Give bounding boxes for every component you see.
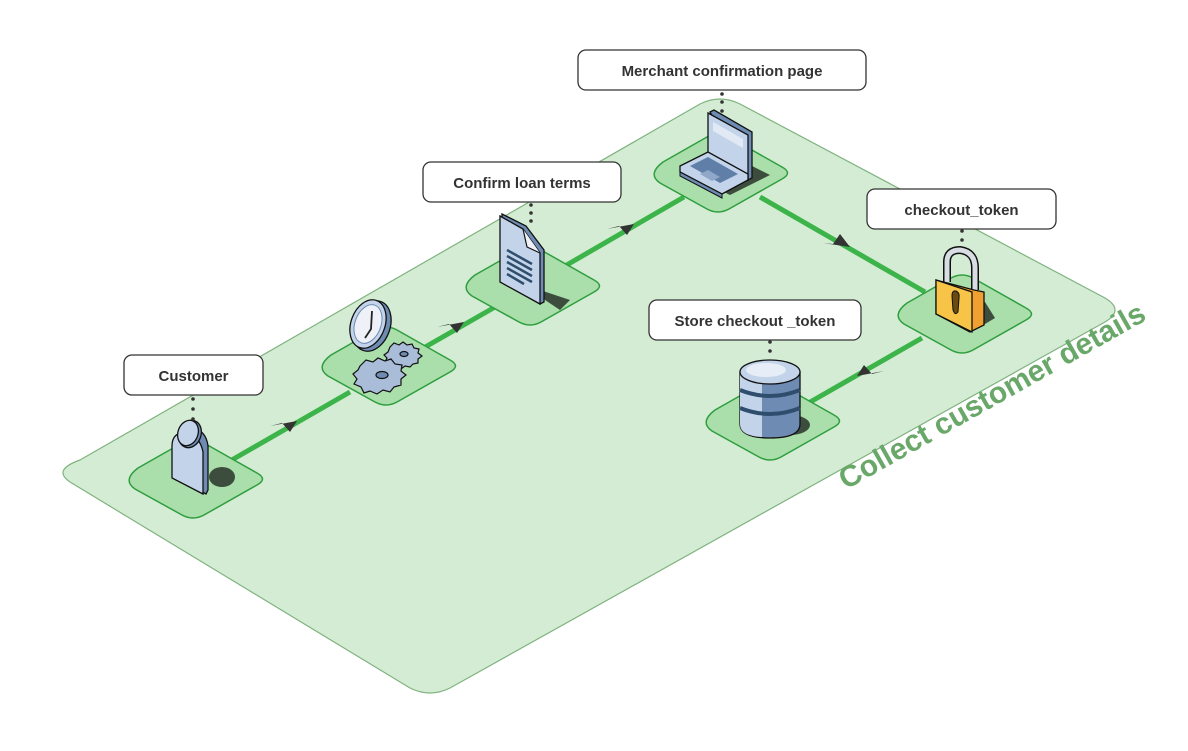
laptop-icon (679, 109, 770, 199)
label-customer: Customer (123, 354, 264, 396)
padlock-icon (935, 245, 995, 334)
label-merchant-page-text: Merchant confirmation page (622, 63, 823, 80)
arrowhead-4 (823, 234, 850, 247)
label-checkout-token: checkout_token (866, 188, 1057, 230)
arrowhead-1 (270, 421, 297, 432)
document-icon (499, 212, 570, 310)
label-loan-terms: Confirm loan terms (422, 161, 622, 203)
label-store-token-text: Store checkout _token (675, 313, 836, 330)
arrowhead-2 (437, 322, 464, 333)
clock-gears-icon (349, 299, 423, 395)
arrowheads (270, 224, 884, 432)
label-merchant-page: Merchant confirmation page (577, 49, 867, 91)
label-customer-text: Customer (158, 368, 228, 385)
leader-dots (191, 92, 964, 421)
person-icon (171, 419, 235, 496)
arrowhead-5 (857, 365, 884, 376)
arrowhead-3 (607, 224, 634, 235)
label-checkout-token-text: checkout_token (904, 202, 1018, 219)
label-loan-terms-text: Confirm loan terms (453, 175, 591, 192)
database-icon (739, 359, 810, 439)
label-store-token: Store checkout _token (648, 299, 862, 341)
